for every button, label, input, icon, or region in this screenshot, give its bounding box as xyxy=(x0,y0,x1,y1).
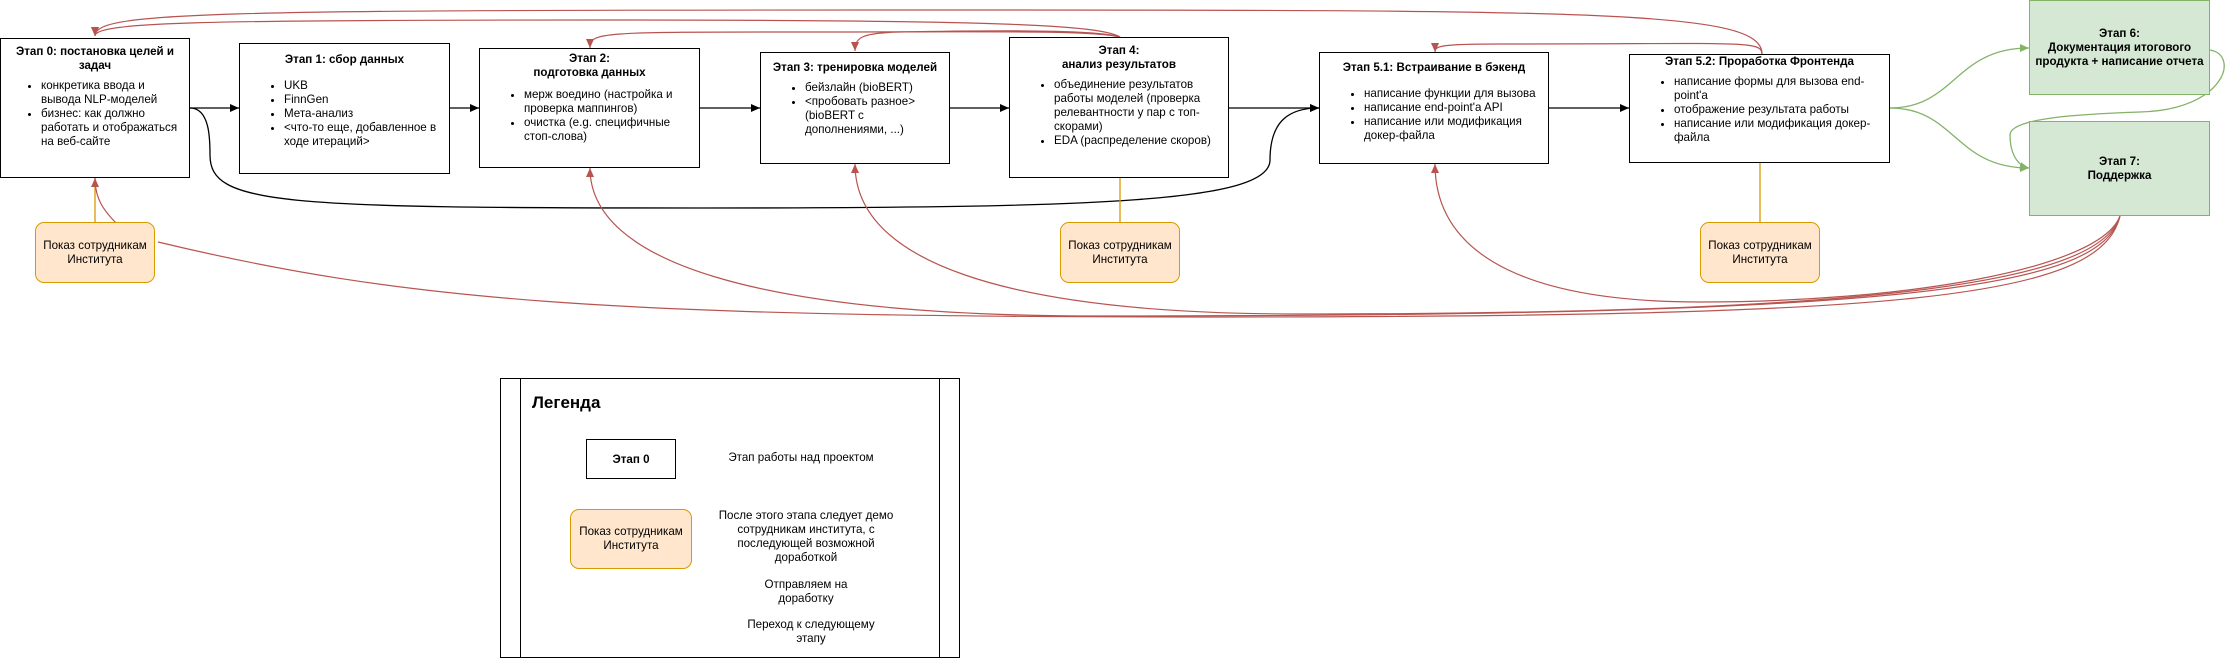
stage-0-title: Этап 0: постановка целей и задач xyxy=(15,45,175,72)
edge-s6-s7 xyxy=(2009,49,2225,171)
stage-7-title: Этап 7: Поддержка xyxy=(2087,154,2152,182)
stage-5-2-item: написание формы для вызова end-point'a xyxy=(1674,75,1885,103)
stage-6-title: Этап 6: Документация итогового продукта … xyxy=(2035,26,2204,68)
legend-red-desc: Отправляем на доработку xyxy=(764,578,848,605)
rework-s4-s0 xyxy=(91,19,1121,38)
legend-right-rule xyxy=(939,379,940,657)
stage-4[interactable]: Этап 4: анализ результатов объединение р… xyxy=(1009,37,1229,178)
stage-0-item: конкретика ввода и вывода NLP-моделей xyxy=(41,79,185,107)
demo-after-stage-0[interactable]: Показ сотрудникам Института xyxy=(35,222,155,283)
stage-2-title: Этап 2: подготовка данных xyxy=(533,52,646,79)
stage-0-item: бизнес: как должно работать и отображать… xyxy=(41,107,185,149)
demo-label: Показ сотрудникам Института xyxy=(43,238,147,266)
stage-4-item: объединение результатов работы моделей (… xyxy=(1054,78,1224,134)
stage-3[interactable]: Этап 3: тренировка моделей бейзлайн (bio… xyxy=(760,52,950,164)
demo-label: Показ сотрудникам Института xyxy=(1068,238,1172,266)
legend: Легенда Этап 0 Этап работы над проектом … xyxy=(500,378,960,658)
stage-5-1-item: написание end-point'a API xyxy=(1364,101,1544,115)
rework-s7-s2 xyxy=(586,167,2121,317)
rework-s7-s3 xyxy=(851,163,2121,315)
legend-demo-sample: Показ сотрудникам Института xyxy=(570,509,692,569)
rework-s4-s3 xyxy=(851,30,1121,52)
legend-stage-desc: Этап работы над проектом xyxy=(728,451,874,464)
stage-1-item: FinnGen xyxy=(284,93,445,107)
stage-1-item: Мета-анализ xyxy=(284,107,445,121)
stage-1-item: UKB xyxy=(284,79,445,93)
stage-6[interactable]: Этап 6: Документация итогового продукта … xyxy=(2029,0,2210,95)
legend-demo-desc: После этого этапа следует демо сотрудник… xyxy=(718,509,894,564)
demo-after-stage-5-2[interactable]: Показ сотрудникам Института xyxy=(1700,222,1820,283)
edge-s52-s7 xyxy=(1889,107,2030,172)
legend-stage-sample-label: Этап 0 xyxy=(612,452,650,466)
legend-stage-sample: Этап 0 xyxy=(586,439,676,479)
demo-label: Показ сотрудникам Института xyxy=(1708,238,1812,266)
stage-7[interactable]: Этап 7: Поддержка xyxy=(2029,121,2210,216)
rework-s52-s0 xyxy=(91,9,1763,55)
stage-5-2-title: Этап 5.2: Проработка Фронтенда xyxy=(1665,55,1854,68)
demo-after-stage-4[interactable]: Показ сотрудникам Института xyxy=(1060,222,1180,283)
rework-s4-s2 xyxy=(586,31,1121,49)
stage-1-title: Этап 1: сбор данных xyxy=(284,53,405,66)
rework-s7-s0 xyxy=(157,215,2121,318)
legend-black-desc: Переход к следующему этапу xyxy=(747,618,875,645)
stage-5-2-item: отображение результата работы xyxy=(1674,103,1885,117)
rework-demo0-s0 xyxy=(91,177,119,226)
edge-s52-s6 xyxy=(1889,44,2030,109)
stage-5-1-item: написание функции для вызова xyxy=(1364,87,1544,101)
legend-demo-sample-label: Показ сотрудникам Института xyxy=(579,525,683,552)
stage-5-1-title: Этап 5.1: Встраивание в бэкенд xyxy=(1342,61,1526,74)
stage-0[interactable]: Этап 0: постановка целей и задач конкрет… xyxy=(0,38,190,178)
stage-1-item: <что-то еще, добавленное в ходе итераций… xyxy=(284,121,445,149)
stage-1[interactable]: Этап 1: сбор данных UKB FinnGen Мета-ана… xyxy=(239,43,450,174)
stage-4-title: Этап 4: анализ результатов xyxy=(1061,44,1176,71)
rework-s7-s51 xyxy=(1431,163,2121,303)
stage-5-1[interactable]: Этап 5.1: Встраивание в бэкенд написание… xyxy=(1319,52,1549,164)
rework-s52-s51 xyxy=(1431,42,1763,55)
stage-2-item: мерж воедино (настройка и проверка маппи… xyxy=(524,88,695,116)
stage-3-title: Этап 3: тренировка моделей xyxy=(772,61,938,74)
stage-5-2[interactable]: Этап 5.2: Проработка Фронтенда написание… xyxy=(1629,54,1890,163)
legend-left-rule xyxy=(520,379,521,657)
edge-s0-s51-bypass xyxy=(189,104,1320,209)
stage-2-item: очистка (e.g. специфичные стоп-слова) xyxy=(524,116,695,144)
stage-5-2-item: написание или модификация докер-файла xyxy=(1674,117,1885,145)
stage-4-item: EDA (распределение скоров) xyxy=(1054,134,1224,148)
stage-3-item: <пробовать разное> (bioBERT с дополнения… xyxy=(805,95,945,137)
legend-title: Легенда xyxy=(532,393,601,412)
stage-5-1-item: написание или модификация докер-файла xyxy=(1364,115,1544,143)
stage-2[interactable]: Этап 2: подготовка данных мерж воедино (… xyxy=(479,48,700,168)
stage-3-item: бейзлайн (bioBERT) xyxy=(805,81,945,95)
